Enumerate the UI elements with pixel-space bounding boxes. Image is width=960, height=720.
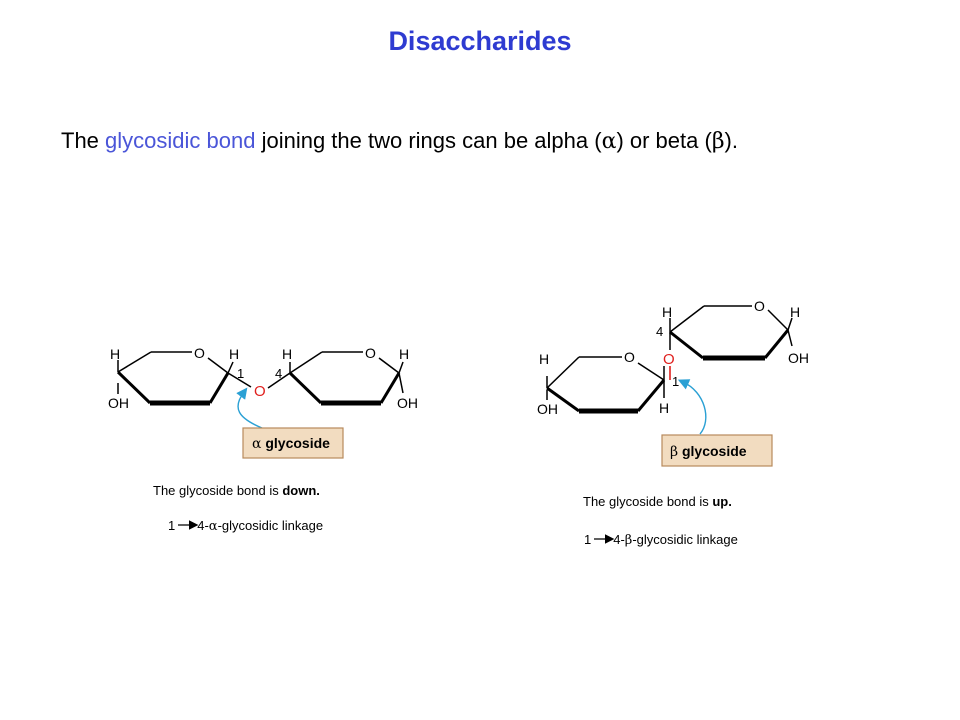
beta-callout-arrow [677,379,707,435]
alpha-bridge-oxygen: O [254,383,266,400]
alpha-left-ring [116,351,252,406]
beta-h-c4: H [662,304,672,320]
alpha-h-c1: H [229,346,239,362]
alpha-symbol: α [601,129,617,154]
beta-symbol: β [711,129,725,154]
beta-h-left-top: H [539,351,549,367]
alpha-ring-o-left: O [194,345,205,361]
beta-panel: H OH O O 1 H H 4 O H OH β glycoside The … [537,298,809,548]
beta-c4-number: 4 [656,324,663,339]
beta-h-c1: H [659,400,669,416]
intro-pre: The [61,128,106,153]
intro-end: ). [724,128,738,153]
beta-upper-ring [669,305,793,361]
alpha-callout-arrow [236,387,263,429]
alpha-c1-number: 1 [237,366,244,381]
alpha-oh-right: OH [397,395,418,411]
glycosidic-bond-term: glycosidic bond [105,128,256,153]
beta-oh-right: OH [788,350,809,366]
intro-sentence: The glycosidic bond joining the two ring… [61,128,738,154]
alpha-c4-number: 4 [275,366,282,381]
beta-ring-o-lower: O [624,349,635,365]
alpha-glycoside-box [242,427,344,459]
alpha-oh-left: OH [108,395,129,411]
beta-h-right-top: H [790,304,800,320]
alpha-h-left-top: H [110,346,120,362]
beta-glycoside-box [661,434,773,467]
beta-c1-number: 1 [672,374,679,389]
alpha-h-right-top: H [399,346,409,362]
alpha-glycoside-label: α glycoside [252,435,330,452]
alpha-ring-o-right: O [365,345,376,361]
beta-bridge-oxygen: O [663,351,675,368]
alpha-bond-caption: The glycoside bond is down. [153,483,320,498]
beta-lower-ring [546,356,666,414]
alpha-right-ring [267,351,404,406]
beta-bond-caption: The glycoside bond is up. [583,494,732,509]
beta-glycoside-label: β glycoside [670,443,747,460]
slide-title: Disaccharides [388,26,572,56]
beta-oh-left: OH [537,401,558,417]
alpha-h-c4: H [282,346,292,362]
beta-ring-o-upper: O [754,298,765,314]
intro-mid: joining the two rings can be alpha ( [255,128,602,153]
alpha-panel: H OH O H 1 O H 4 O H OH α glycoside The … [108,345,418,534]
intro-or: ) or beta ( [616,128,712,153]
